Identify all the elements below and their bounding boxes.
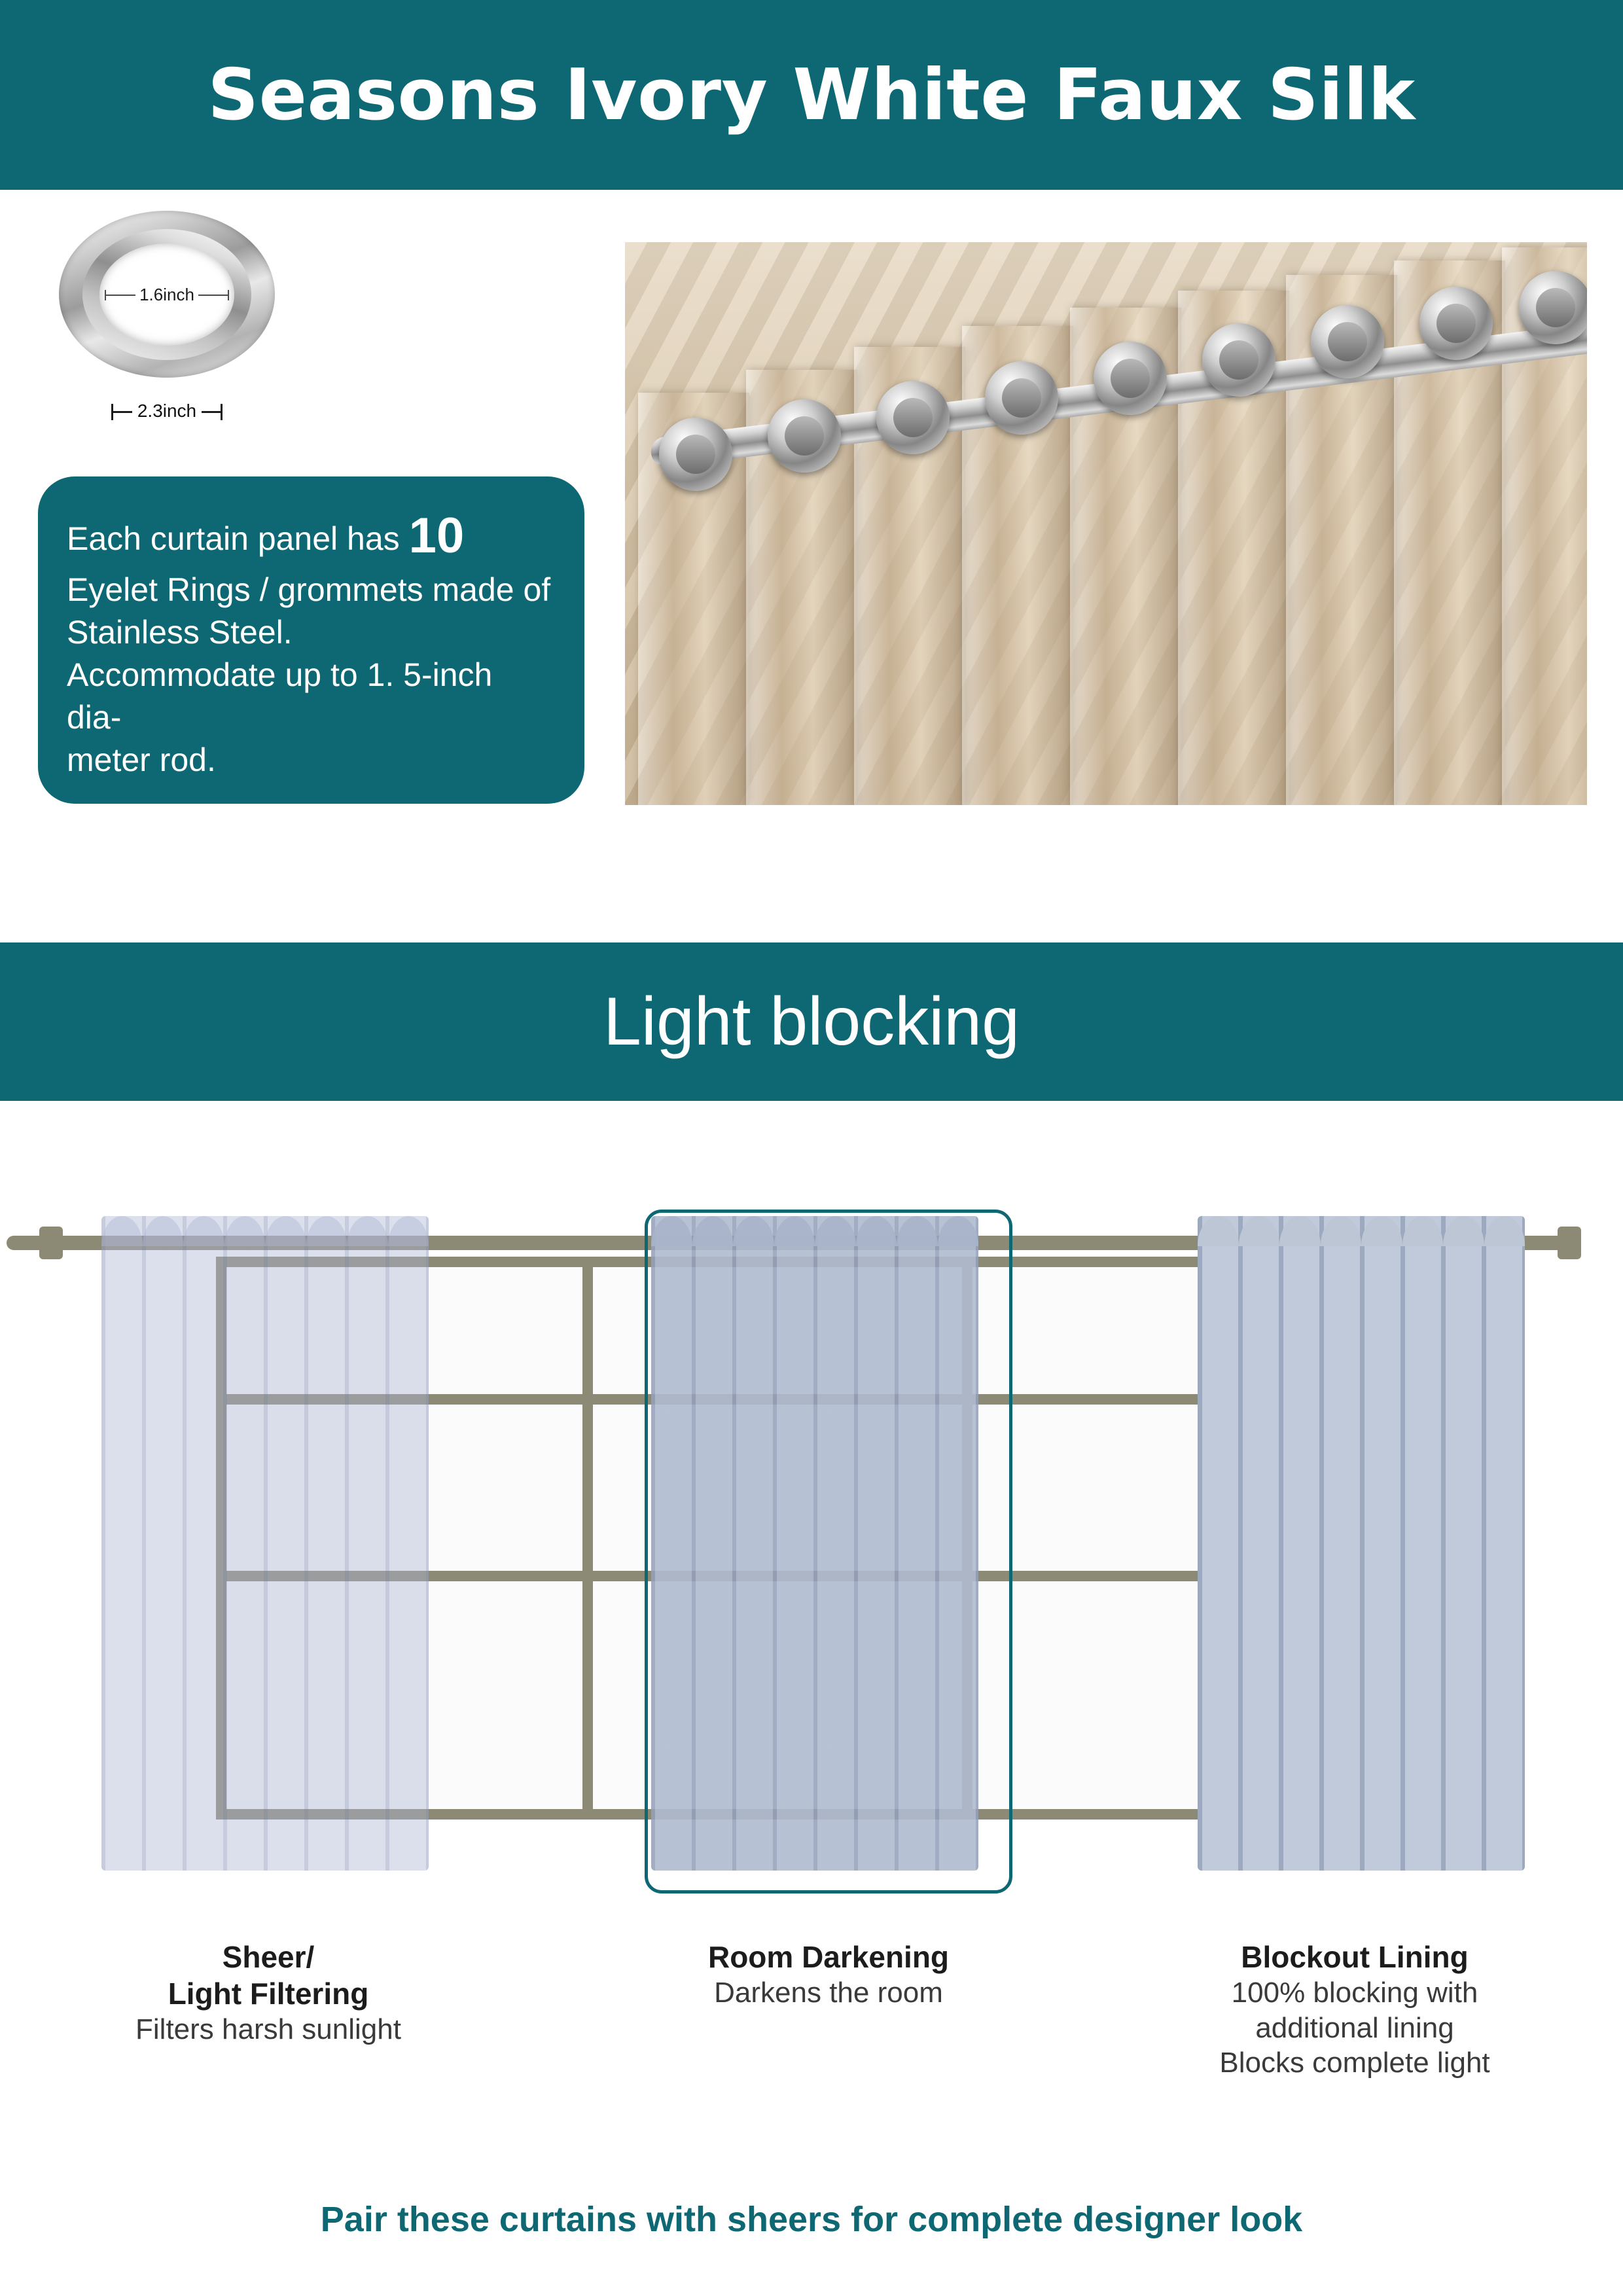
photo-grommet bbox=[876, 381, 950, 454]
photo-grommet bbox=[1094, 342, 1167, 415]
rod-finial-right bbox=[1558, 1227, 1581, 1259]
option-captions: Sheer/ Light Filtering Filters harsh sun… bbox=[0, 1918, 1623, 2153]
caption-blockout-desc-line3: Blocks complete light bbox=[1219, 2047, 1490, 2079]
footer-tagline: Pair these curtains with sheers for comp… bbox=[320, 2200, 1303, 2239]
curtain-room-darkening bbox=[651, 1216, 978, 1871]
curtain-room-darkening-header-scallops bbox=[651, 1216, 978, 1246]
caption-room-desc-line1: Darkens the room bbox=[714, 1977, 943, 2009]
callout-line-5: meter rod. bbox=[67, 741, 216, 778]
curtain-sheer bbox=[101, 1216, 429, 1871]
caption-sheer: Sheer/ Light Filtering Filters harsh sun… bbox=[59, 1939, 478, 2047]
curtain-blockout-lining bbox=[1198, 1216, 1525, 1871]
photo-grommet bbox=[1311, 305, 1384, 378]
callout-line-2: Eyelet Rings / grommets made of bbox=[67, 571, 551, 608]
outer-diameter-label: 2.3inch bbox=[132, 401, 202, 421]
caption-room-darkening: Room Darkening Darkens the room bbox=[645, 1939, 1012, 2011]
outer-diameter-label-wrap: 2.3inch bbox=[59, 401, 275, 422]
grommet-diagram: 1.6inch 2.3inch bbox=[51, 211, 275, 433]
caption-blockout-title-line1: Blockout Lining bbox=[1241, 1940, 1469, 1974]
grommet-ring-icon: 1.6inch bbox=[59, 211, 275, 381]
light-blocking-banner: Light blocking bbox=[0, 942, 1623, 1101]
photo-grommet bbox=[1519, 271, 1587, 344]
inner-diameter-dimension: 1.6inch bbox=[99, 243, 234, 346]
caption-sheer-desc-line1: Filters harsh sunlight bbox=[135, 2013, 401, 2046]
caption-blockout: Blockout Lining 100% blocking with addit… bbox=[1139, 1939, 1571, 2081]
caption-blockout-desc-line1: 100% blocking with bbox=[1231, 1977, 1478, 2009]
photo-grommet bbox=[985, 361, 1058, 435]
caption-sheer-title-line1: Sheer/ bbox=[222, 1940, 315, 1974]
callout-line-3: Stainless Steel. bbox=[67, 613, 293, 651]
header-banner: Seasons Ivory White Faux Silk bbox=[0, 0, 1623, 190]
page-title: Seasons Ivory White Faux Silk bbox=[207, 54, 1416, 136]
caption-room-title-line1: Room Darkening bbox=[707, 1940, 950, 1974]
curtain-blockout-fabric bbox=[1198, 1216, 1525, 1871]
light-blocking-diagram bbox=[0, 1139, 1623, 1924]
caption-sheer-title-line2: Light Filtering bbox=[168, 1977, 369, 2011]
curtain-room-darkening-fabric bbox=[651, 1216, 978, 1871]
photo-grommet bbox=[659, 418, 732, 491]
caption-blockout-desc-line2: additional lining bbox=[1255, 2011, 1454, 2044]
light-blocking-title: Light blocking bbox=[603, 983, 1020, 1060]
inner-diameter-label: 1.6inch bbox=[135, 284, 198, 305]
photo-grommet bbox=[768, 399, 841, 473]
callout-line-1-text: Each curtain panel has bbox=[67, 520, 400, 557]
curtain-sheer-fabric bbox=[101, 1216, 429, 1871]
curtain-photo bbox=[625, 242, 1587, 805]
callout-line-4: Accommodate up to 1. 5-inch dia- bbox=[67, 656, 493, 736]
rod-finial-left bbox=[39, 1227, 63, 1259]
curtain-sheer-header-scallops bbox=[101, 1216, 429, 1246]
photo-grommet bbox=[1419, 287, 1493, 360]
grommet-count: 10 bbox=[408, 508, 465, 564]
outer-diameter-dimension: 2.3inch bbox=[59, 398, 275, 427]
curtain-blockout-header-scallops bbox=[1198, 1216, 1525, 1246]
photo-grommet bbox=[1202, 323, 1275, 397]
window-mullion-vertical bbox=[582, 1257, 593, 1820]
